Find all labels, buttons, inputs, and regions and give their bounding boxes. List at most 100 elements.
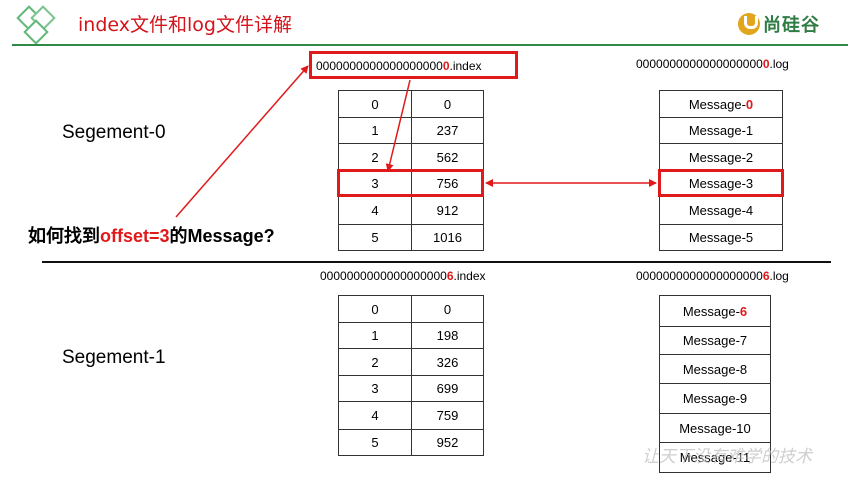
filename-highlight: 6 [446, 269, 454, 283]
filename-prefix: 0000000000000000000 [320, 269, 447, 283]
index-position-cell: 759 [411, 401, 484, 430]
message-number: 10 [736, 420, 751, 436]
message-number: 3 [745, 176, 754, 191]
message-cell: Message-0 [659, 90, 783, 118]
message-cell: Message-6 [659, 295, 771, 327]
message-prefix: Message- [679, 420, 737, 436]
message-prefix: Message- [688, 176, 746, 191]
brand-logo: 尚硅谷 [738, 10, 820, 38]
message-row: Message-1 [659, 117, 783, 144]
index-position-cell: 1016 [411, 224, 484, 251]
arrow-question-to-index-file [175, 65, 309, 218]
message-number: 2 [745, 149, 754, 165]
message-cell: Message-2 [659, 143, 783, 171]
segment-divider [42, 261, 831, 263]
message-row: Message-2 [659, 143, 783, 171]
message-row: Message-5 [659, 224, 783, 251]
index-position-cell: 237 [411, 117, 484, 144]
question-text: 如何找到offset=3的Message? [28, 222, 275, 248]
index-offset-cell: 5 [338, 224, 412, 251]
message-number: 7 [739, 333, 748, 348]
question-before: 如何找到 [28, 226, 100, 246]
message-number: 9 [739, 391, 748, 406]
index-offset-cell: 5 [338, 429, 412, 456]
index-offset-cell: 0 [338, 295, 412, 323]
index-position-cell: 912 [411, 196, 484, 225]
message-row: Message-6 [659, 295, 771, 327]
filename-suffix: .index [449, 59, 482, 73]
brand-mark-icon [738, 13, 760, 35]
index-position-cell: 326 [411, 348, 484, 376]
message-prefix: Message- [688, 203, 746, 218]
message-prefix: Message- [682, 361, 740, 377]
message-prefix: Message- [688, 230, 746, 245]
index-offset-cell: 4 [338, 196, 412, 225]
segment1-label: Segement-1 [62, 347, 166, 368]
question-after: 的Message? [169, 226, 275, 246]
message-cell: Message-1 [659, 117, 783, 144]
index-offset-cell: 2 [338, 348, 412, 376]
index-position-cell: 699 [411, 375, 484, 402]
segment1-index-filename: 00000000000000000006.index [320, 269, 486, 283]
message-prefix: Message- [688, 96, 746, 112]
filename-suffix: .log [769, 269, 789, 283]
message-number: 1 [745, 123, 754, 138]
segment1-log-filename: 00000000000000000006.log [636, 269, 789, 283]
filename-suffix: .index [453, 269, 486, 283]
message-cell: Message-4 [659, 196, 783, 225]
message-row: Message-4 [659, 196, 783, 225]
message-prefix: Message- [688, 123, 746, 138]
index-position-cell: 0 [411, 295, 484, 323]
index-position-cell: 562 [411, 143, 484, 171]
index-offset-cell: 2 [338, 143, 412, 171]
message-cell: Message-11 [659, 442, 771, 473]
message-cell: Message-8 [659, 354, 771, 384]
segment0-log-filename: 00000000000000000000.log [636, 57, 789, 71]
segment0-label: Segement-0 [62, 122, 166, 143]
arrow-index-file-to-row3 [385, 79, 411, 172]
message-number: 8 [739, 361, 748, 377]
filename-highlight: 6 [762, 269, 770, 283]
filename-prefix: 0000000000000000000 [636, 57, 763, 71]
message-number: 11 [736, 450, 751, 465]
message-cell: Message-5 [659, 224, 783, 251]
segment0-index-filename: 00000000000000000000.index [316, 59, 482, 73]
index-position-cell: 0 [411, 90, 484, 118]
message-prefix: Message- [682, 391, 740, 406]
filename-suffix: .log [769, 57, 789, 71]
message-row: Message-7 [659, 326, 771, 355]
title-divider [12, 44, 848, 46]
message-number: 5 [745, 230, 754, 245]
message-row: Message-8 [659, 354, 771, 384]
message-cell: Message-7 [659, 326, 771, 355]
message-prefix: Message- [682, 333, 740, 348]
watermark: 让天下没有难学的技术 [642, 447, 812, 467]
message-cell: Message-3 [659, 170, 783, 197]
message-row: Message-0 [659, 90, 783, 118]
message-number: 0 [745, 96, 754, 112]
question-highlight: offset=3 [100, 226, 170, 246]
brand-text: 尚硅谷 [763, 15, 820, 36]
filename-highlight: 0 [442, 59, 450, 73]
filename-prefix: 0000000000000000000 [316, 59, 443, 73]
highlight-box-index-file [309, 51, 518, 79]
message-number: 4 [745, 203, 754, 218]
message-row: Message-11 [659, 442, 771, 473]
highlight-box-index-row [337, 169, 484, 197]
message-row: Message-3 [659, 170, 783, 197]
index-position-cell: 198 [411, 322, 484, 349]
filename-highlight: 0 [762, 57, 770, 71]
message-prefix: Message- [682, 303, 740, 319]
